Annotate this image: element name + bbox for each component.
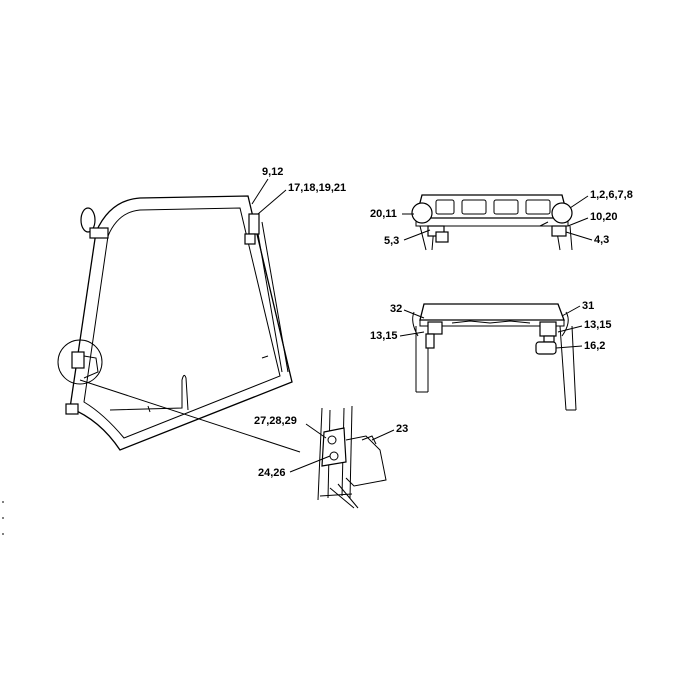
label-24-26: 24,26 <box>258 467 286 479</box>
top-assembly <box>411 194 573 251</box>
label-23: 23 <box>396 423 408 435</box>
top-assembly-labels: 1,2,6,7,8 20,11 10,20 5,3 4,3 <box>370 189 633 247</box>
edge-marks <box>2 501 4 535</box>
label-5-3: 5,3 <box>384 235 399 247</box>
label-13-15-left: 13,15 <box>370 330 398 342</box>
label-13-15-right: 13,15 <box>584 319 612 331</box>
bottom-assembly <box>412 303 577 411</box>
hinge-labels: 27,28,29 23 24,26 <box>254 415 408 479</box>
bottom-assembly-labels: 32 31 13,15 13,15 16,2 <box>370 300 612 352</box>
label-16-2: 16,2 <box>584 340 605 352</box>
label-10-20: 10,20 <box>590 211 618 223</box>
label-17-18-19-21: 17,18,19,21 <box>288 182 346 194</box>
label-31: 31 <box>582 300 594 312</box>
label-9-12: 9,12 <box>262 166 283 178</box>
label-32: 32 <box>390 303 402 315</box>
detail-leader-line <box>79 379 301 453</box>
label-27-28-29: 27,28,29 <box>254 415 297 427</box>
door-labels: 9,12 17,18,19,21 <box>251 166 346 215</box>
label-4-3: 4,3 <box>594 234 609 246</box>
door-frame <box>57 195 293 451</box>
label-20-11: 20,11 <box>370 208 397 220</box>
label-1-2-6-7-8: 1,2,6,7,8 <box>590 189 633 201</box>
